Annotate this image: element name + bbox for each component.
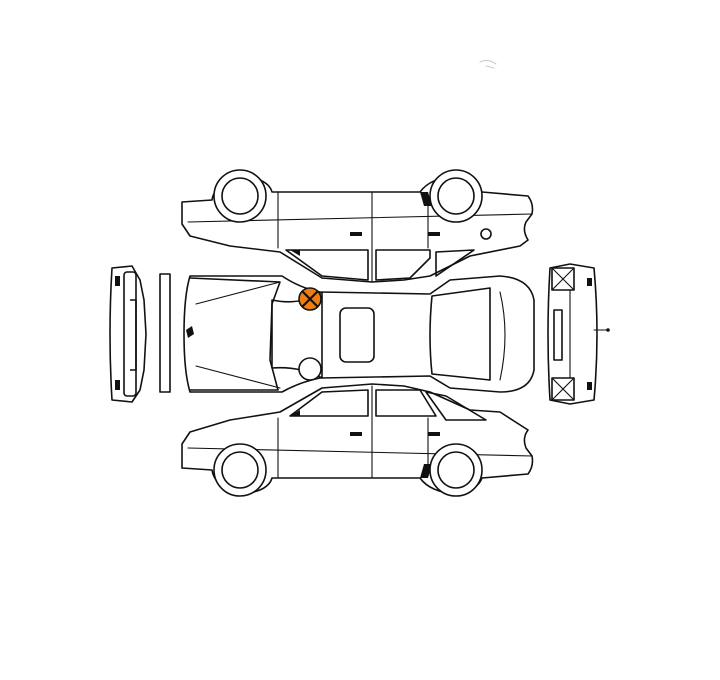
car-side-view-top [181,169,534,283]
circle-marker-icon [298,357,322,381]
watermark-mark [479,59,497,69]
windshield-edge [159,273,171,393]
car-rear-view [547,263,610,405]
car-side-view-bottom [181,383,534,497]
damage-x-marker-icon [298,287,322,311]
car-top-view [183,275,535,393]
car-front-view [109,265,171,403]
